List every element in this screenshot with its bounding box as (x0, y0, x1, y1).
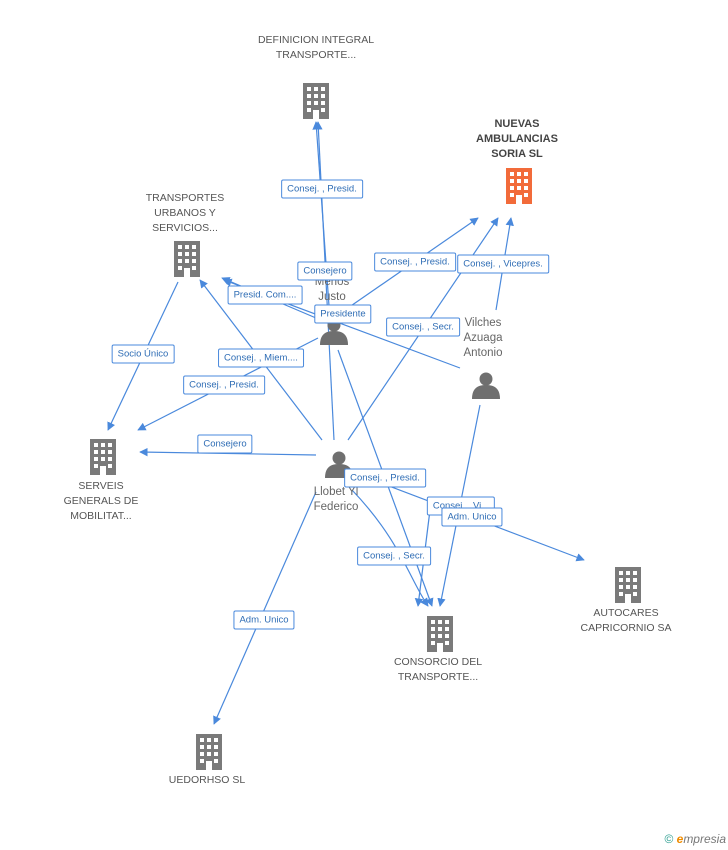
person-label-llobet[interactable]: Llobet Yl Federico (313, 486, 359, 513)
edge-label-e7[interactable]: Consej. , Secr. (386, 317, 460, 337)
footer-brand[interactable]: © empresia (664, 832, 726, 846)
edge-label-e3[interactable]: Consej. , Vicepres. (457, 254, 549, 274)
edge-label-e1[interactable]: Consej. , Presid. (281, 179, 363, 199)
brand-logo: empresia (676, 832, 726, 846)
edge-label-e2[interactable]: Consej. , Presid. (374, 252, 456, 272)
building-icon-nuevas (506, 168, 532, 204)
person-icon-vilches (472, 372, 500, 399)
edge-label-e14[interactable]: Adm. Unico (441, 507, 503, 527)
building-icon-transportes (174, 241, 200, 277)
edge-label-e9[interactable]: Consej. , Miem.... (218, 348, 304, 368)
company-label-nuevas[interactable]: NUEVAS AMBULANCIAS SORIA SL (476, 118, 558, 160)
company-label-definicion[interactable]: DEFINICION INTEGRAL TRANSPORTE... (257, 34, 375, 61)
person-label-vilches[interactable]: Vilches Azuaga Antonio (463, 317, 503, 359)
edge-label-e4[interactable]: Consejero (297, 261, 353, 281)
edge-label-e6[interactable]: Presidente (314, 304, 372, 324)
edge-llobet-serveis (139, 447, 317, 457)
edge-label-e10[interactable]: Consej. , Presid. (183, 375, 265, 395)
company-label-transportes[interactable]: TRANSPORTES URBANOS Y SERVICIOS... (145, 192, 225, 234)
copyright-icon: © (664, 832, 674, 846)
edge-llobet-uedorhso (213, 491, 317, 725)
building-icon-consorcio (427, 616, 453, 652)
edge-llobet-definicion (314, 121, 335, 441)
edge-label-e11[interactable]: Consejero (197, 434, 253, 454)
edge-label-e12[interactable]: Consej. , Presid. (344, 468, 426, 488)
company-label-serveis[interactable]: SERVEIS GENERALS DE MOBILITAT... (63, 480, 139, 522)
edge-label-e16[interactable]: Adm. Unico (233, 610, 295, 630)
building-icon-autocares (615, 567, 641, 603)
edge-label-e5[interactable]: Presid. Com.... (227, 285, 303, 305)
building-icon-serveis (90, 439, 116, 475)
company-label-uedorhso[interactable]: UEDORHSO SL (168, 774, 246, 786)
company-label-autocares[interactable]: AUTOCARES CAPRICORNIO SA (580, 607, 672, 634)
building-icon-definicion (303, 83, 329, 119)
edge-label-e15[interactable]: Consej. , Secr. (357, 546, 431, 566)
building-icon-uedorhso (196, 734, 222, 770)
edge-label-e8[interactable]: Socio Único (111, 344, 175, 364)
company-label-consorcio[interactable]: CONSORCIO DEL TRANSPORTE... (393, 656, 483, 683)
